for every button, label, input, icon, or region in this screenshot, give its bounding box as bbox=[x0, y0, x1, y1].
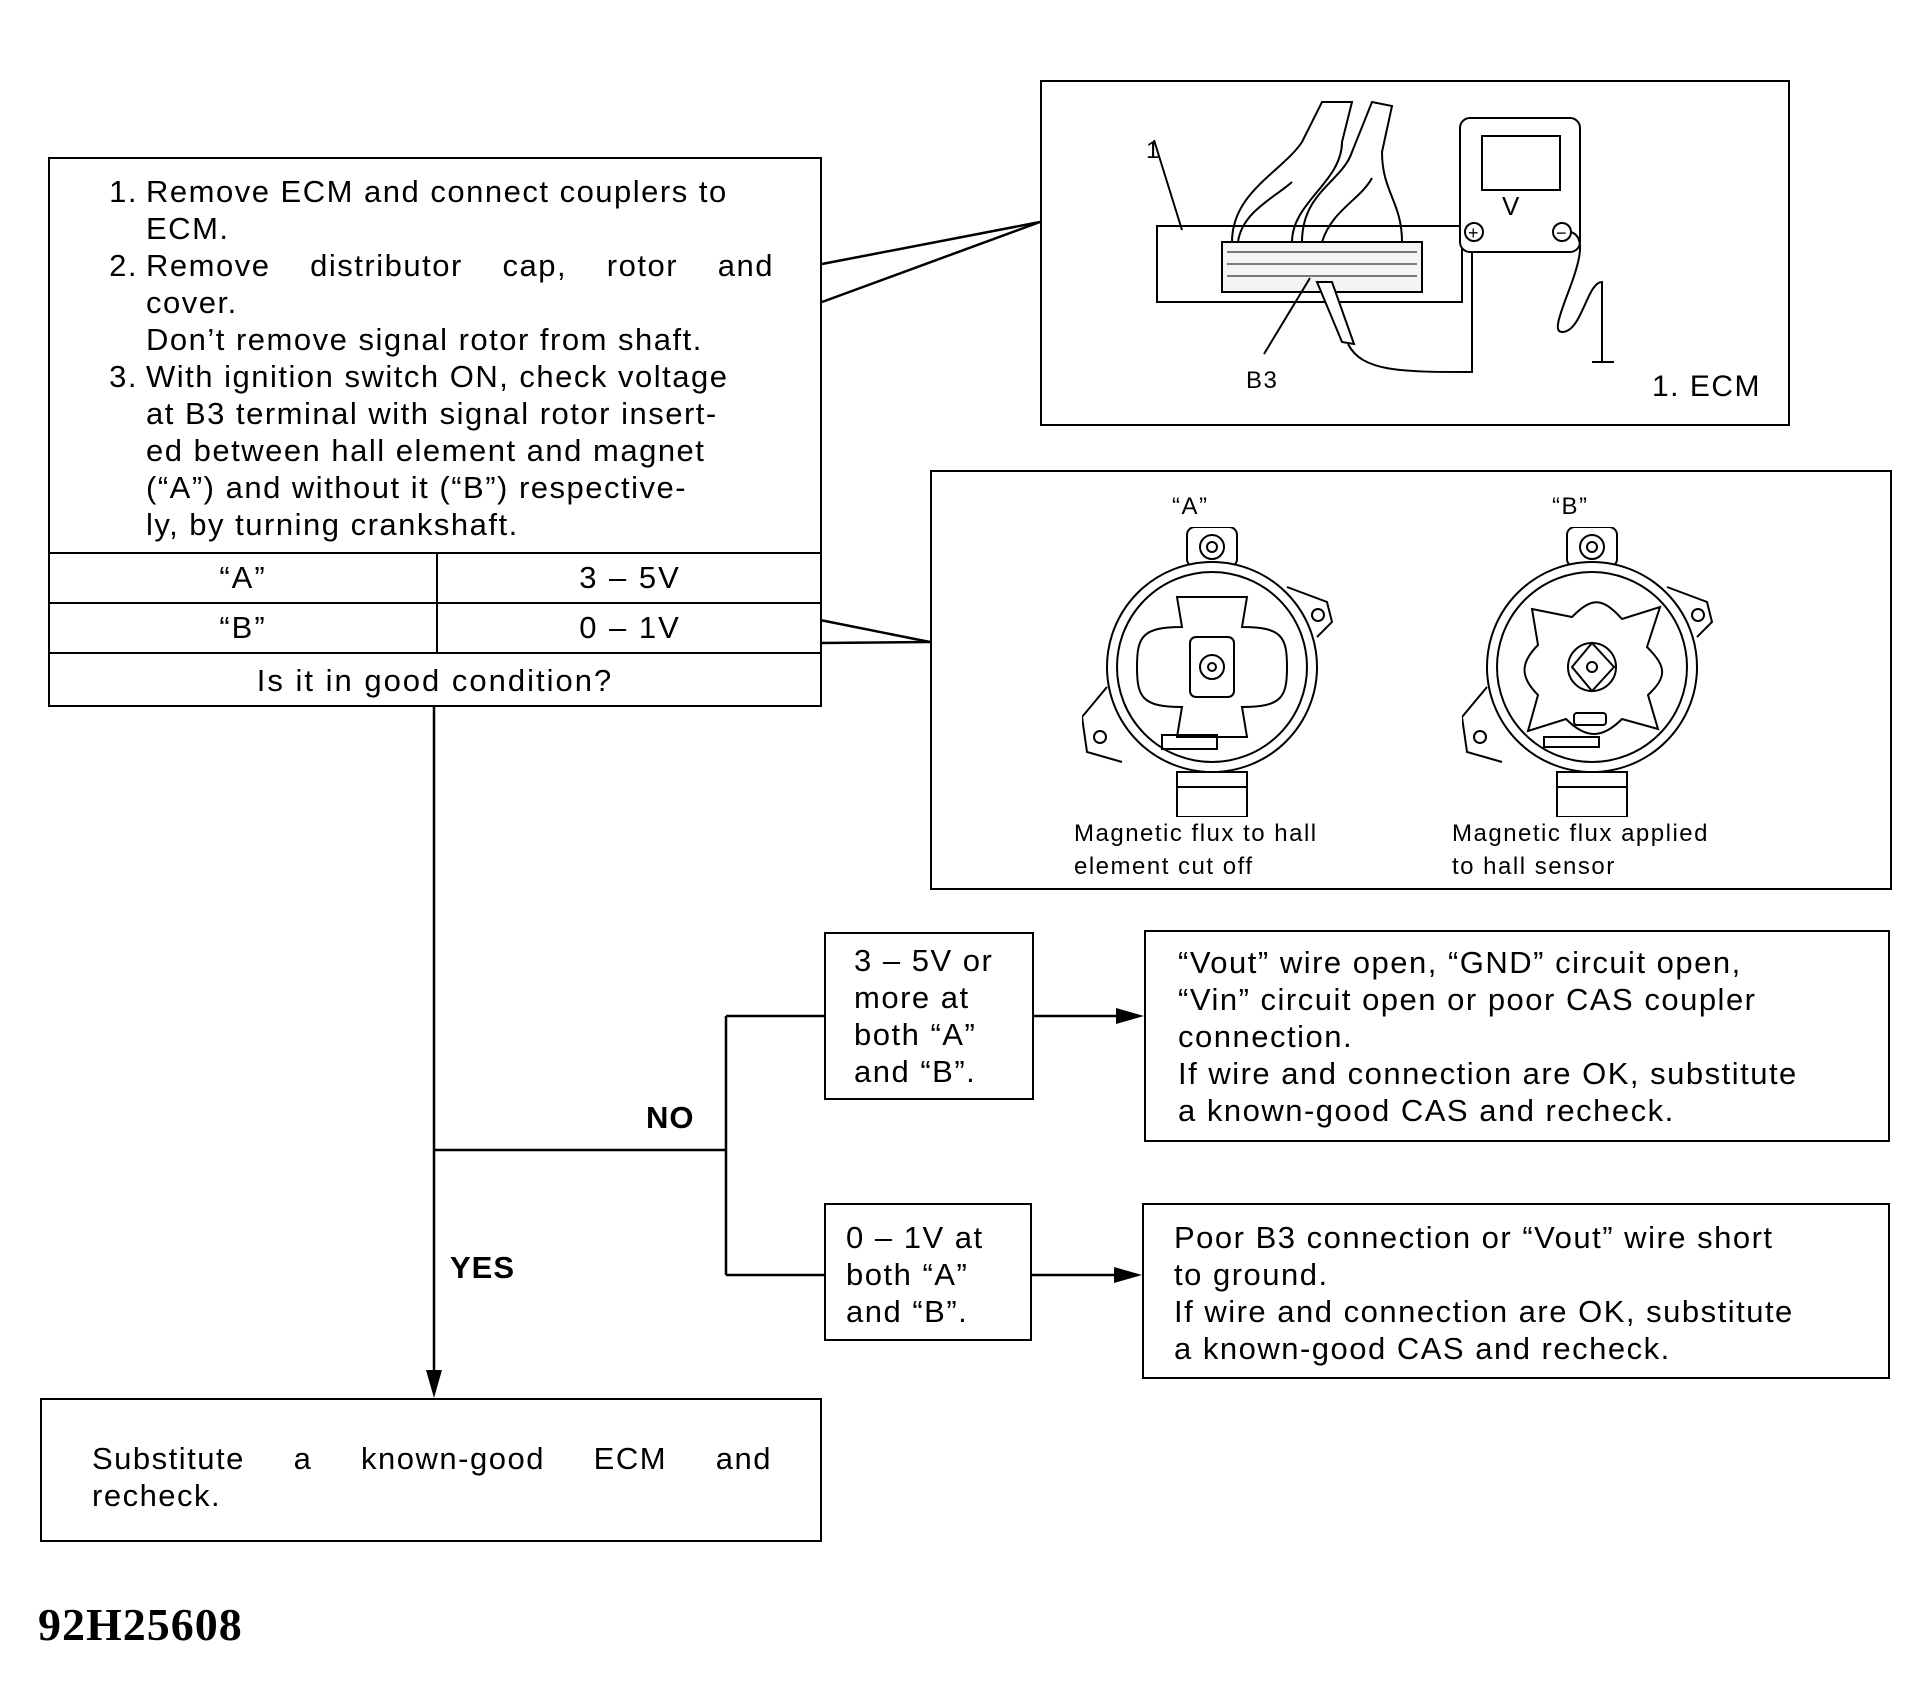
ecm-caption: 1. ECM bbox=[1652, 370, 1762, 403]
rotor-b-caption: Magnetic flux applied to hall sensor bbox=[1452, 820, 1709, 880]
step-3: 3. With ignition switch ON, check voltag… bbox=[109, 359, 729, 542]
arrow-high bbox=[1116, 1008, 1144, 1024]
meter-label: V bbox=[1502, 191, 1521, 221]
minus-sign: − bbox=[1556, 223, 1569, 243]
plus-sign: + bbox=[1468, 223, 1481, 243]
rotor-figure: “A” “B” Magnetic flux to hall element cu… bbox=[930, 470, 1892, 890]
terminal-label: B3 bbox=[1246, 367, 1279, 394]
question-row: Is it in good condition? bbox=[48, 652, 822, 707]
condition-question: Is it in good condition? bbox=[256, 662, 614, 698]
ecm-illustration bbox=[1153, 100, 1614, 374]
step-2: 2. Remove distributor cap, rotor and cov… bbox=[109, 248, 774, 357]
table-row-b: “B” 0 – 1V bbox=[48, 602, 822, 654]
rotor-b-illustration bbox=[1462, 527, 1714, 817]
arrow-yes bbox=[426, 1370, 442, 1398]
arrow-low bbox=[1114, 1267, 1142, 1283]
ecm-label-1: 1 bbox=[1146, 137, 1161, 164]
table-cell-condition: “B” bbox=[50, 604, 438, 652]
result-low-box: Poor B3 connection or “Vout” wire short … bbox=[1142, 1203, 1890, 1379]
no-label: NO bbox=[646, 1100, 695, 1135]
rotor-b-label: “B” bbox=[1552, 493, 1589, 520]
figure-code: 92H25608 bbox=[38, 1599, 243, 1650]
rotor-a-label: “A” bbox=[1172, 493, 1209, 520]
ecm-figure: 1 B3 V + − 1. ECM bbox=[1040, 80, 1790, 426]
step-box: 1. Remove ECM and connect couplers to EC… bbox=[48, 157, 822, 707]
condition-low-box: 0 – 1V at both “A” and “B”. bbox=[824, 1203, 1032, 1341]
rotor-a-caption: Magnetic flux to hall element cut off bbox=[1074, 820, 1318, 880]
table-cell-value: 3 – 5V bbox=[579, 560, 681, 595]
condition-high-box: 3 – 5V or more at both “A” and “B”. bbox=[824, 932, 1034, 1100]
yes-result-box: Substitute a known-good ECM and recheck. bbox=[40, 1398, 822, 1542]
table-cell-condition: “A” bbox=[50, 554, 438, 602]
rotor-a-illustration bbox=[1082, 527, 1334, 817]
result-high-box: “Vout” wire open, “GND” circuit open, “V… bbox=[1144, 930, 1890, 1142]
table-row-a: “A” 3 – 5V bbox=[48, 552, 822, 604]
yes-label: YES bbox=[450, 1250, 516, 1285]
step-1: 1. Remove ECM and connect couplers to EC… bbox=[109, 174, 728, 246]
table-cell-value: 0 – 1V bbox=[579, 610, 681, 645]
